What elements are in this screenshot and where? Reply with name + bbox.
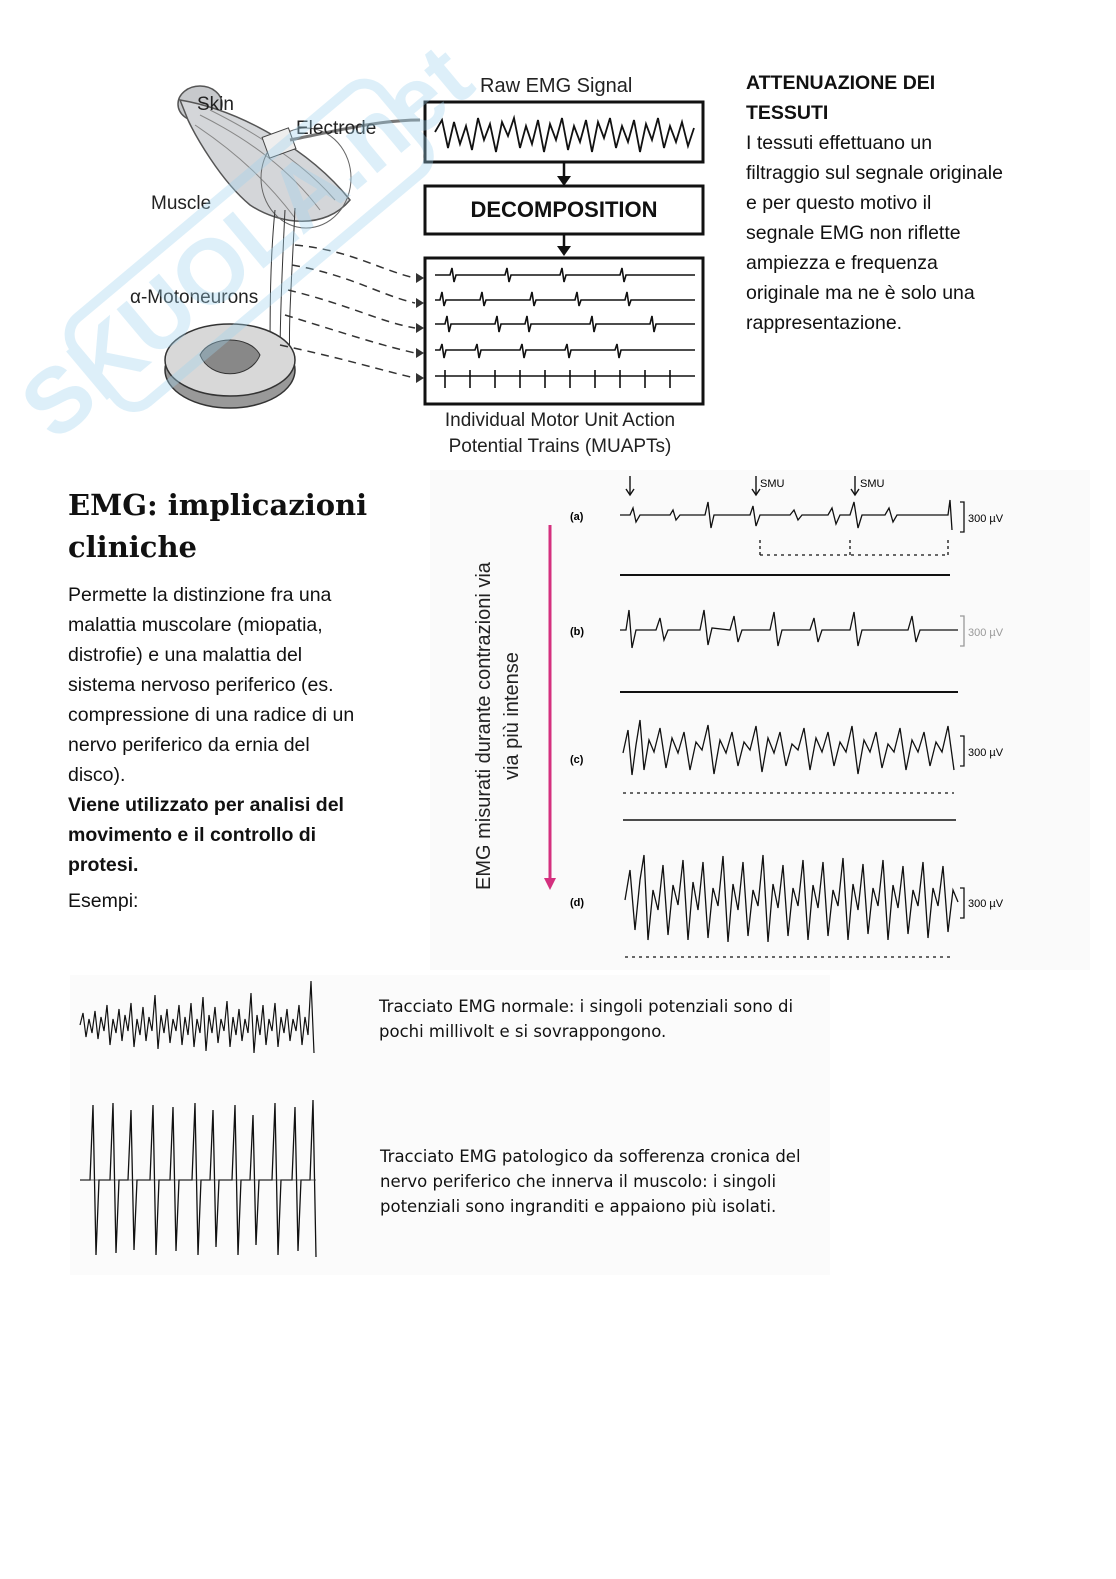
label-muapt-line1: Individual Motor Unit Action — [445, 410, 675, 431]
clinical-line: Permette la distinzione fra una — [68, 584, 332, 606]
raw-signal-trace — [434, 114, 695, 153]
clinical-line: disco). — [68, 764, 126, 786]
pathological-trace-caption: Tracciato EMG patologico da sofferenza c… — [380, 1144, 820, 1219]
label-electrode: Electrode — [296, 118, 376, 139]
scale-label-b: 300 µV — [968, 627, 1004, 639]
attenuation-line: originale ma ne è solo una — [746, 282, 975, 304]
scale-label-c: 300 µV — [968, 747, 1004, 759]
clinical-line: malattia muscolare (miopatia, — [68, 614, 323, 636]
clinical-bold-line: movimento e il controllo di — [68, 824, 317, 846]
emg-traces — [620, 499, 959, 958]
pathological-caption-line2: nervo periferico che innerva il muscolo:… — [380, 1172, 777, 1191]
emg-recordings-figure: EMG misurati durante contrazioni via via… — [430, 470, 1090, 970]
clinical-line: nervo periferico da ernia del — [68, 734, 310, 756]
clinical-title-line1: EMG: implicazioni — [68, 488, 368, 522]
scale-label-d: 300 µV — [968, 898, 1004, 910]
examples-label: Esempi: — [68, 890, 139, 912]
panel-label-a: (a) — [570, 511, 584, 523]
label-skin: Skin — [197, 94, 234, 115]
clinical-title-line2: cliniche — [68, 530, 197, 564]
label-muapt-line2: Potential Trains (MUAPTs) — [449, 436, 672, 457]
clinical-bold-line: Viene utilizzato per analisi del — [68, 794, 344, 816]
scale-label-a: 300 µV — [968, 513, 1004, 525]
clinical-body: Permette la distinzione fra una malattia… — [68, 580, 418, 916]
normal-caption-line2: pochi millivolt e si sovrappongono. — [379, 1022, 667, 1041]
normal-emg-trace — [79, 980, 315, 1054]
label-motoneurons: α-Motoneurons — [130, 287, 258, 308]
pathological-caption-line1: Tracciato EMG patologico da sofferenza c… — [380, 1147, 801, 1166]
label-raw-signal: Raw EMG Signal — [480, 75, 632, 97]
label-muscle: Muscle — [151, 193, 211, 214]
attenuation-section: ATTENUAZIONE DEI TESSUTI I tessuti effet… — [746, 68, 1066, 338]
clinical-line: distrofie) e una malattia del — [68, 644, 303, 666]
dashed-arrows — [279, 244, 416, 379]
clinical-bold-line: protesi. — [68, 854, 139, 876]
normal-caption-line1: Tracciato EMG normale: i singoli potenzi… — [379, 997, 794, 1016]
pathological-emg-trace — [80, 1099, 317, 1258]
clinical-line: sistema nervoso periferico (es. — [68, 674, 334, 696]
attenuation-heading-line1: ATTENUAZIONE DEI — [746, 72, 936, 94]
attenuation-heading-line2: TESSUTI — [746, 102, 829, 124]
vertical-label-line2: via più intense — [501, 652, 523, 780]
smu-label-2: SMU — [860, 478, 885, 490]
clinical-title: EMG: implicazioni cliniche — [68, 484, 367, 568]
attenuation-line: filtraggio sul segnale originale — [746, 162, 1003, 184]
normal-trace-caption: Tracciato EMG normale: i singoli potenzi… — [379, 994, 819, 1044]
label-decomposition: DECOMPOSITION — [470, 197, 657, 222]
attenuation-line: rappresentazione. — [746, 312, 903, 334]
muapt-traces — [435, 267, 695, 388]
panel-label-c: (c) — [570, 754, 584, 766]
muapt-box — [423, 256, 705, 406]
panel-label-d: (d) — [570, 897, 584, 909]
attenuation-line: ampiezza e frequenza — [746, 252, 938, 274]
attenuation-line: segnale EMG non riflette — [746, 222, 961, 244]
pathological-caption-line3: potenziali sono ingranditi e appaiono pi… — [380, 1197, 777, 1216]
decomposition-box — [423, 184, 705, 236]
attenuation-line: I tessuti effettuano un — [746, 132, 933, 154]
attenuation-line: e per questo motivo il — [746, 192, 932, 214]
smu-label-1: SMU — [760, 478, 785, 490]
example-traces-panel — [70, 975, 830, 1275]
panel-label-b: (b) — [570, 626, 584, 638]
clinical-line: compressione di una radice di un — [68, 704, 355, 726]
vertical-label-line1: EMG misurati durante contrazioni via — [473, 561, 495, 890]
muscle-illustration — [164, 85, 421, 409]
emg-decomposition-diagram: Skin Electrode Muscle α-Motoneurons Raw … — [130, 75, 705, 457]
